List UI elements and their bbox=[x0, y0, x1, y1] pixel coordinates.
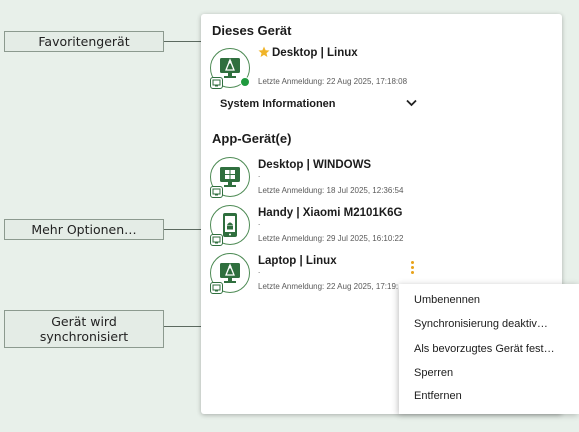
callout-syncing: Gerät wird synchronisiert bbox=[4, 310, 164, 348]
section-title-app-devices: App-Gerät(e) bbox=[212, 131, 292, 146]
device-name: Handy | Xiaomi M2101K6G bbox=[258, 207, 403, 219]
device-icon-desktop-windows bbox=[210, 157, 250, 198]
device-name: Laptop | Linux bbox=[258, 255, 337, 267]
device-context-menu: Umbenennen Synchronisierung deaktiv… Als… bbox=[399, 284, 579, 414]
device-dot: . bbox=[258, 266, 261, 275]
chevron-down-icon[interactable] bbox=[406, 99, 417, 107]
android-phone-icon bbox=[223, 213, 237, 237]
sync-icon bbox=[210, 77, 223, 89]
callout-syncing-text: Gerät wird synchronisiert bbox=[39, 314, 129, 344]
online-status-dot bbox=[240, 77, 250, 87]
callout-favorite: Favoritengerät bbox=[4, 31, 164, 52]
device-last-login: Letzte Anmeldung: 18 Jul 2025, 12:36:54 bbox=[258, 186, 404, 195]
device-name-this-device: Desktop | Linux bbox=[272, 47, 358, 59]
menu-item-rename[interactable]: Umbenennen bbox=[414, 294, 481, 306]
device-last-login: Letzte Anmeldung: 29 Jul 2025, 16:10:22 bbox=[258, 234, 404, 243]
device-icon-phone-xiaomi bbox=[210, 205, 250, 246]
device-name: Desktop | WINDOWS bbox=[258, 159, 372, 171]
system-info-toggle-label[interactable]: System Informationen bbox=[220, 98, 336, 110]
windows-desktop-icon bbox=[220, 167, 240, 187]
callout-more-options: Mehr Optionen… bbox=[4, 219, 164, 240]
more-options-icon[interactable] bbox=[411, 261, 415, 277]
callout-more-options-text: Mehr Optionen… bbox=[31, 222, 137, 237]
device-dot: . bbox=[258, 170, 261, 179]
device-last-login-this-device: Letzte Anmeldung: 22 Aug 2025, 17:18:08 bbox=[258, 77, 408, 86]
menu-item-lock[interactable]: Sperren bbox=[414, 367, 454, 379]
linux-laptop-icon bbox=[220, 263, 240, 283]
device-icon-this-device bbox=[210, 48, 250, 89]
section-title-this-device: Dieses Gerät bbox=[212, 23, 292, 38]
callout-syncing-line bbox=[164, 326, 216, 327]
callout-favorite-text: Favoritengerät bbox=[38, 34, 130, 49]
device-last-login: Letzte Anmeldung: 22 Aug 2025, 17:19: bbox=[258, 282, 399, 291]
device-icon-laptop-linux bbox=[210, 253, 250, 294]
favorite-star-icon[interactable] bbox=[258, 46, 270, 58]
sync-icon bbox=[210, 282, 223, 294]
devices-panel: Dieses Gerät Desktop | Linux Letzte Anme… bbox=[201, 14, 562, 414]
menu-item-set-preferred[interactable]: Als bevorzugtes Gerät fest… bbox=[414, 343, 555, 355]
menu-item-disable-sync[interactable]: Synchronisierung deaktiv… bbox=[414, 318, 548, 330]
sync-icon bbox=[210, 186, 223, 198]
device-dot: . bbox=[258, 218, 261, 227]
linux-desktop-icon bbox=[220, 58, 240, 78]
sync-icon bbox=[210, 234, 223, 246]
menu-item-remove[interactable]: Entfernen bbox=[414, 390, 462, 402]
